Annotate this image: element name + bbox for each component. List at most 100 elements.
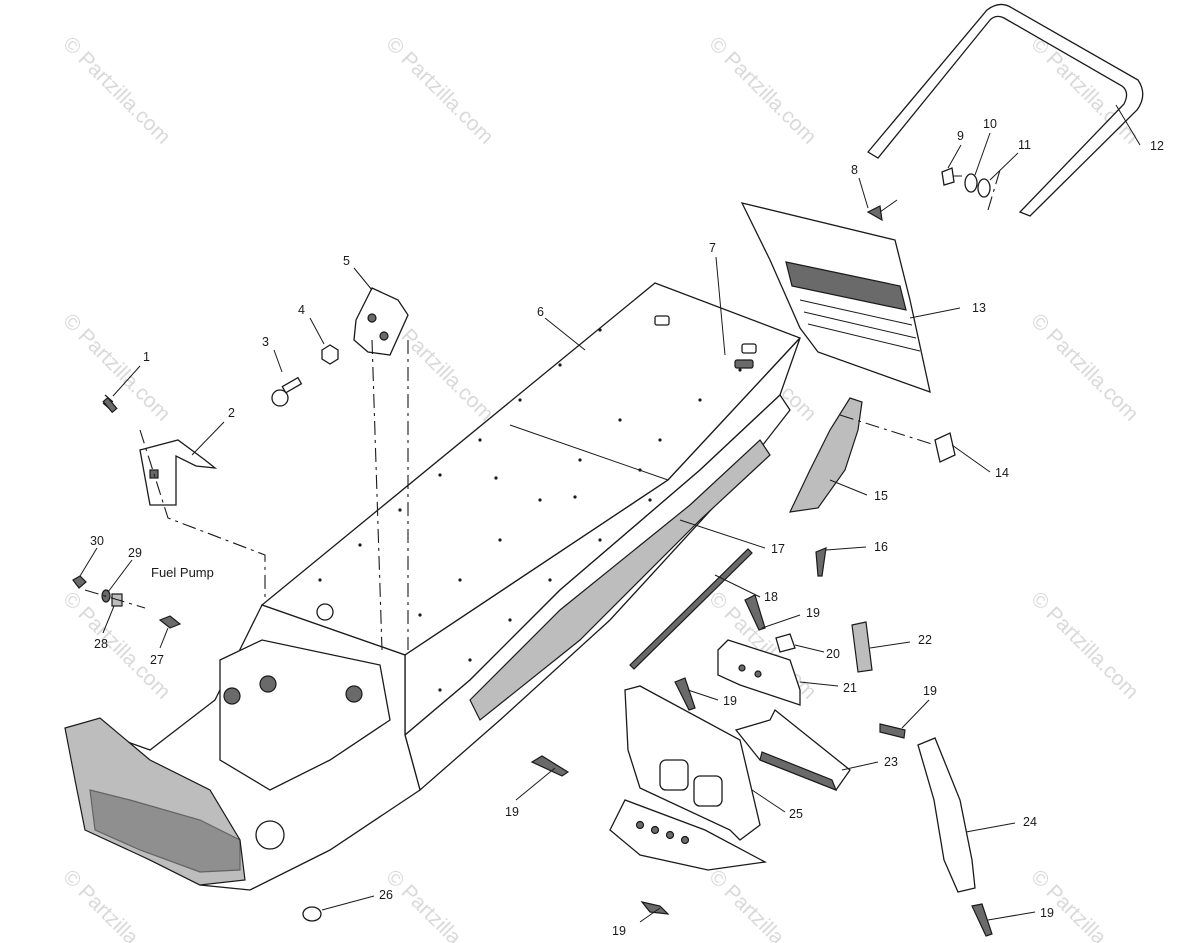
callout-15: 15 (874, 489, 888, 503)
footrest-part-15 (788, 397, 863, 513)
callout-27: 27 (150, 653, 164, 667)
callout-2: 2 (228, 406, 235, 420)
callout-21: 21 (843, 681, 857, 695)
pad-part-22 (851, 621, 873, 673)
rivet-part-19 (674, 677, 696, 711)
flap-part-13 (740, 202, 931, 394)
watermark: © Partzilla.com (58, 32, 174, 148)
rivet-holes (318, 328, 742, 692)
bulkhead-hole (316, 603, 334, 621)
plate-part-25 (624, 685, 761, 841)
bolt-part-3 (271, 389, 289, 407)
callout-17: 17 (771, 542, 785, 556)
bracket-edge (759, 751, 838, 792)
plate-hole (635, 820, 645, 830)
callout-24: 24 (1023, 815, 1037, 829)
grab-bar-part-12 (867, 3, 1144, 217)
bolt-part-27 (158, 615, 182, 629)
chassis-assembly (64, 282, 802, 891)
callout-19c: 19 (505, 805, 519, 819)
bracket-hole (754, 670, 762, 678)
rivet-part-19 (640, 901, 670, 915)
steering-mount (255, 820, 285, 850)
watermark: © Partzilla.com (58, 865, 174, 943)
nut-part-30 (72, 575, 87, 589)
dashed-connectors (84, 169, 1001, 651)
plate-hole (650, 825, 660, 835)
fuel-pump-label: Fuel Pump (151, 565, 214, 580)
watermark: © Partzilla.com (381, 32, 497, 148)
side-plate-part-24 (917, 737, 976, 893)
plate-window (659, 759, 689, 791)
callout-29: 29 (128, 546, 142, 560)
callout-5: 5 (343, 254, 350, 268)
nut-part-4 (321, 344, 339, 365)
rivet-part-19 (530, 755, 570, 777)
callout-19a: 19 (806, 606, 820, 620)
washer-part-10 (964, 173, 978, 193)
callout-19b: 19 (723, 694, 737, 708)
watermark: © Partzilla.com (1026, 865, 1142, 943)
plug-part-26 (302, 906, 322, 922)
rivet-part-19 (744, 594, 766, 631)
bulkhead-hole (345, 685, 363, 703)
callout-12: 12 (1150, 139, 1164, 153)
callout-19f: 19 (1040, 906, 1054, 920)
rivet-part-16 (815, 547, 827, 577)
watermark: © Partzilla.com (704, 865, 820, 943)
bracket-part-23 (734, 708, 851, 791)
callout-30: 30 (90, 534, 104, 548)
watermark: © Partzilla.com (1026, 587, 1142, 703)
rivet-part-19 (879, 723, 906, 739)
callout-layer: 1 2 3 4 5 6 7 8 9 10 11 12 13 14 15 16 1… (90, 117, 1164, 938)
watermark: © Partzilla.com (381, 865, 497, 943)
clip-part-14 (934, 432, 956, 463)
bulkhead-hole (259, 675, 277, 693)
plate-hole (680, 835, 690, 845)
lower-plate (609, 799, 768, 871)
watermark: © Partzilla.com (1026, 309, 1142, 425)
bolt-part-9 (941, 167, 955, 186)
callout-26: 26 (379, 888, 393, 902)
running-board-plate (469, 439, 771, 721)
watermark: © Partzilla.com (704, 32, 820, 148)
plate-window (693, 775, 723, 807)
frame-shadow (89, 789, 241, 873)
callout-6: 6 (537, 305, 544, 319)
plate-hole (367, 313, 377, 323)
bulkhead-hole (223, 687, 241, 705)
callout-20: 20 (826, 647, 840, 661)
callout-7: 7 (709, 241, 716, 255)
callout-23: 23 (884, 755, 898, 769)
callout-3: 3 (262, 335, 269, 349)
callout-22: 22 (918, 633, 932, 647)
block-part-20 (775, 633, 796, 653)
plate-hole (379, 331, 389, 341)
rail-part-18 (629, 548, 753, 670)
tunnel-slot (654, 315, 670, 326)
plate-part-5 (353, 287, 409, 356)
callout-4: 4 (298, 303, 305, 317)
callout-11: 11 (1018, 138, 1031, 152)
callout-18: 18 (764, 590, 778, 604)
callout-10: 10 (983, 117, 997, 131)
callout-16: 16 (874, 540, 888, 554)
callout-13: 13 (972, 301, 986, 315)
callout-8: 8 (851, 163, 858, 177)
callout-25: 25 (789, 807, 803, 821)
callout-28: 28 (94, 637, 108, 651)
plate-hole (665, 830, 675, 840)
bolt-part-1 (102, 396, 118, 414)
callout-19e: 19 (612, 924, 626, 938)
rivet-part-19 (971, 903, 993, 937)
parts (72, 3, 1144, 937)
callout-14: 14 (995, 466, 1009, 480)
bolt-part-7 (734, 359, 754, 369)
flap-logo-band (785, 261, 907, 311)
washer-part-11 (977, 178, 991, 198)
leader-lines (79, 104, 1141, 923)
bolt-part-3 (281, 376, 303, 394)
callout-9: 9 (957, 129, 964, 143)
callout-19d: 19 (923, 684, 937, 698)
